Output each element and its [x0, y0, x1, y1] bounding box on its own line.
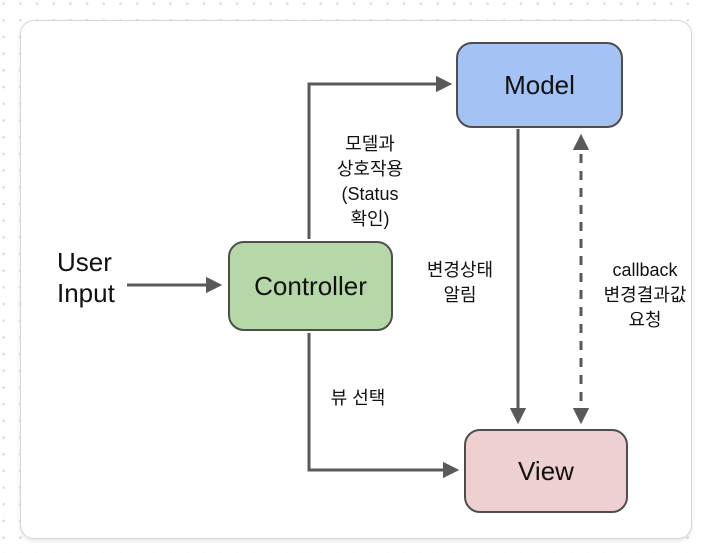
node-view: View — [464, 429, 628, 513]
edge-label-model-to-view: 변경상태 알림 — [426, 260, 494, 305]
user-input-label: User Input — [57, 247, 115, 308]
node-controller-label: Controller — [254, 270, 367, 301]
node-model-label: Model — [504, 69, 575, 100]
node-model: Model — [456, 42, 623, 128]
edge-label-controller-to-view: 뷰 선택 — [330, 388, 386, 408]
edge-label-controller-to-model: 모델과 상호작용 (Status 확인) — [336, 134, 404, 229]
node-controller: Controller — [228, 241, 393, 331]
edge-label-callback: callback 변경결과값 요청 — [603, 260, 687, 330]
node-view-label: View — [518, 455, 574, 486]
